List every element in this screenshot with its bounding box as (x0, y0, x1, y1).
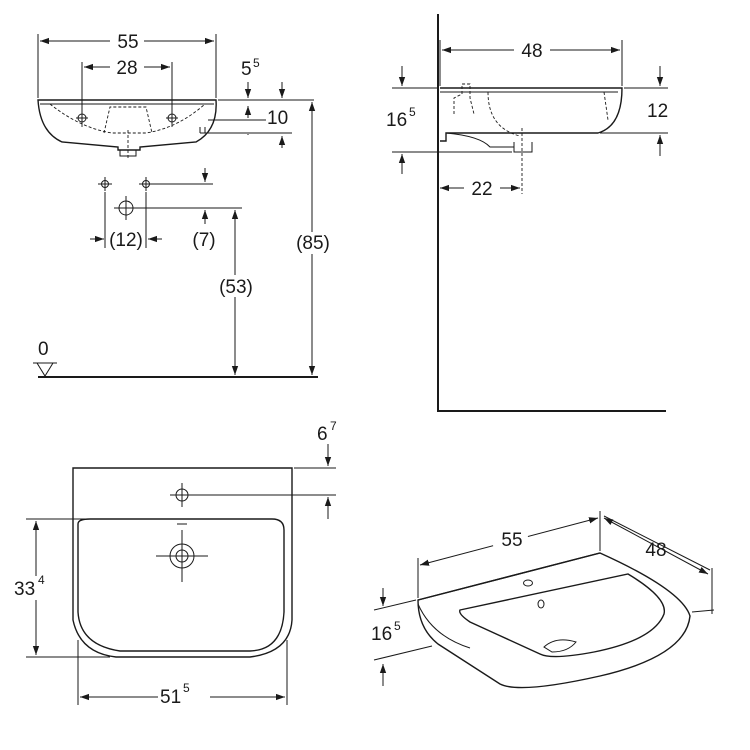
iso-basin-outline (417, 552, 691, 689)
top-bowl-depth-sup: 4 (38, 573, 45, 587)
top-tap-offset-sup: 7 (330, 419, 337, 433)
front-bowl-hidden-line (49, 103, 206, 134)
top-tap-offset-label: 6 (317, 424, 328, 445)
side-front-height-sup: 5 (409, 105, 416, 119)
side-drain (513, 142, 533, 153)
iso-overflow (537, 599, 545, 609)
iso-height-label: 16 (371, 624, 392, 645)
valve-drop-label: (7) (192, 230, 215, 251)
front-tap-hole-left-icon (76, 112, 88, 124)
top-bowl-width-sup: 5 (183, 681, 190, 695)
top-bowl-outline (77, 518, 285, 652)
front-rim-height-label: 10 (267, 108, 288, 129)
total-height-label: (85) (296, 233, 330, 254)
side-tap-hidden-line (453, 83, 475, 115)
front-basin-outline (37, 99, 217, 151)
side-rim-height-label: 12 (647, 101, 668, 122)
top-backplate-outline (72, 467, 293, 620)
iso-tap-hole (523, 579, 533, 587)
side-depth-label: 48 (521, 41, 542, 62)
iso-bowl-outline (459, 573, 666, 658)
front-rim-drop-sup: 5 (253, 56, 260, 70)
valve-spacing-label: (12) (109, 230, 143, 251)
iso-view: 55 48 16 5 (371, 511, 715, 689)
front-view: 55 28 5 5 10 (33, 30, 334, 378)
iso-depth-label: 48 (645, 540, 666, 561)
top-drain-icon (156, 530, 208, 582)
iso-height-sup: 5 (394, 619, 401, 633)
top-view: 6 7 33 4 51 5 (14, 419, 337, 708)
iso-width-label: 55 (501, 530, 522, 551)
top-bowl-depth-label: 33 (14, 579, 35, 600)
side-front-height-label: 16 (386, 110, 407, 131)
side-view: 48 16 5 12 22 (386, 14, 668, 412)
floor-level-label: 0 (38, 339, 49, 360)
valve-right-icon (139, 177, 153, 191)
top-basin-outline (72, 520, 293, 658)
top-tap-hole-icon (170, 483, 194, 507)
iso-drain (543, 639, 577, 653)
floor-level-icon (36, 362, 54, 377)
waste-outlet-icon (114, 196, 138, 220)
side-outlet-distance-label: 22 (471, 179, 492, 200)
front-rim-drop-label: 5 (241, 59, 252, 80)
valve-left-icon (98, 177, 112, 191)
valve-height-label: (53) (219, 277, 253, 298)
front-tap-hole-right-icon (166, 112, 178, 124)
top-bowl-width-label: 51 (160, 687, 181, 708)
side-basin-outline (440, 87, 623, 142)
front-tap-spacing-label: 28 (116, 58, 137, 79)
front-width-label: 55 (117, 32, 138, 53)
